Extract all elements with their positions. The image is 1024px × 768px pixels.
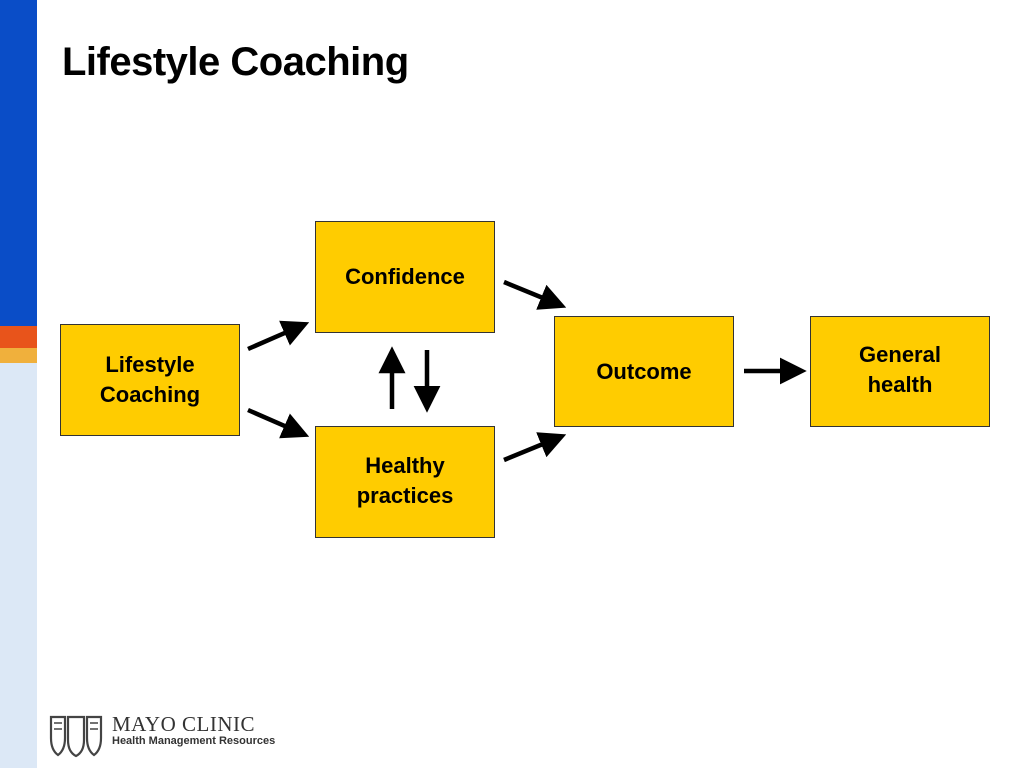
- accent-segment-orange: [0, 326, 37, 348]
- logo-name: MAYO CLINIC: [112, 712, 255, 736]
- left-accent-bar: [0, 0, 37, 768]
- logo-subtitle: Health Management Resources: [112, 735, 276, 747]
- node-general-health: General health: [810, 316, 990, 427]
- arrow-coaching-to-healthy-practices: [247, 407, 310, 439]
- mayo-clinic-logo: MAYO CLINIC Health Management Resources: [48, 712, 308, 760]
- node-healthy-practices: Healthy practices: [315, 426, 495, 538]
- node-confidence: Confidence: [315, 221, 495, 333]
- arrow-coaching-to-confidence: [247, 320, 310, 352]
- slide-title: Lifestyle Coaching: [62, 40, 409, 84]
- accent-segment-blue: [0, 0, 37, 326]
- node-outcome: Outcome: [554, 316, 734, 427]
- accent-segment-light: [0, 363, 37, 768]
- accent-segment-gold: [0, 348, 37, 363]
- mayo-shield-icon: [49, 715, 103, 758]
- node-lifestyle-coaching: Lifestyle Coaching: [60, 324, 240, 436]
- arrow-healthy-practices-to-outcome: [503, 432, 567, 463]
- arrow-confidence-to-outcome: [503, 279, 567, 310]
